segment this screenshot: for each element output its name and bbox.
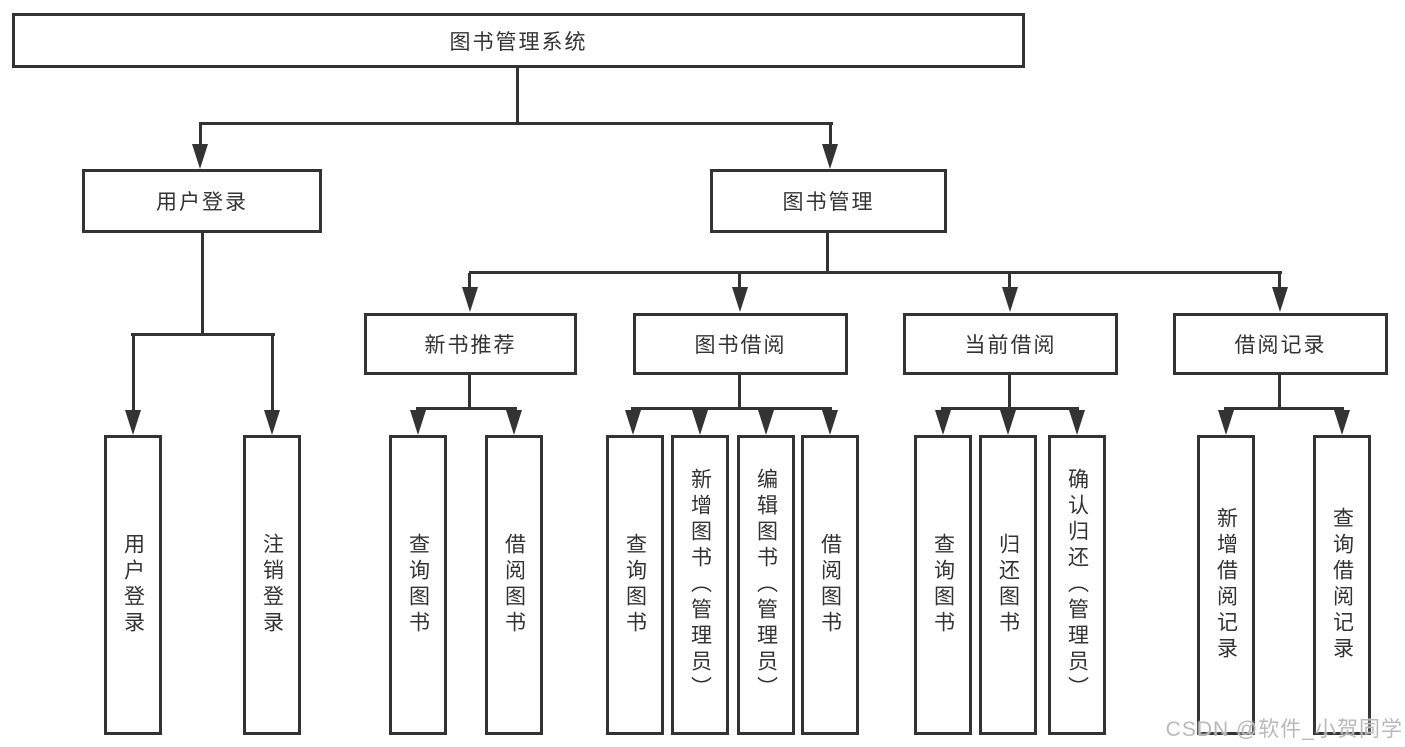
node-book-borrow: 图书借阅 [633, 313, 848, 375]
node-current-borrow: 当前借阅 [903, 313, 1118, 375]
watermark: CSDN @软件_小贺同学 [1165, 718, 1403, 741]
connector-line [631, 407, 832, 410]
arrow-down-icon [192, 144, 208, 169]
leaf-return-books: 归还图书 [979, 435, 1037, 735]
arrow-down-icon [410, 410, 426, 435]
arrow-down-icon [1272, 287, 1288, 312]
connector-line [1008, 375, 1011, 409]
connector-line [829, 122, 832, 148]
connector-line [468, 375, 471, 409]
leaf-query-books-3: 查询图书 [914, 435, 972, 735]
arrow-down-icon [1334, 410, 1350, 435]
connector-line [826, 233, 829, 273]
connector-line [1224, 407, 1344, 410]
leaf-query-borrow-record: 查询借阅记录 [1313, 435, 1371, 735]
arrow-down-icon [935, 410, 951, 435]
leaf-confirm-return-admin: 确认归还（管理员） [1048, 435, 1106, 735]
connector-line [738, 273, 741, 289]
arrow-down-icon [264, 410, 280, 435]
connector-line [199, 122, 202, 148]
arrow-down-icon [625, 410, 641, 435]
connector-line [1278, 375, 1281, 409]
leaf-borrow-books-1: 借阅图书 [485, 435, 543, 735]
connector-line [199, 122, 833, 125]
node-book-management: 图书管理 [710, 169, 947, 233]
connector-line [201, 233, 204, 335]
node-borrow-records: 借阅记录 [1173, 313, 1388, 375]
leaf-query-books-1: 查询图书 [389, 435, 447, 735]
arrow-down-icon [462, 287, 478, 312]
connector-line [469, 271, 1282, 274]
arrow-down-icon [822, 410, 838, 435]
connector-line [516, 68, 519, 124]
leaf-add-borrow-record: 新增借阅记录 [1197, 435, 1255, 735]
arrow-down-icon [125, 410, 141, 435]
connector-line [1278, 273, 1281, 289]
connector-line [271, 333, 274, 411]
connector-line [941, 407, 1079, 410]
arrow-down-icon [1218, 410, 1234, 435]
leaf-logout: 注销登录 [243, 435, 301, 735]
leaf-query-books-2: 查询图书 [606, 435, 664, 735]
arrow-down-icon [1002, 287, 1018, 312]
arrow-down-icon [732, 287, 748, 312]
leaf-edit-books-admin: 编辑图书（管理员） [737, 435, 795, 735]
leaf-borrow-books-2: 借阅图书 [801, 435, 859, 735]
node-user-login: 用户登录 [82, 169, 322, 233]
arrow-down-icon [822, 144, 838, 169]
arrow-down-icon [692, 410, 708, 435]
arrow-down-icon [1069, 410, 1085, 435]
node-library-system: 图书管理系统 [12, 13, 1025, 68]
connector-line [468, 273, 471, 289]
arrow-down-icon [506, 410, 522, 435]
connector-line [416, 407, 517, 410]
connector-line [131, 333, 275, 336]
connector-line [132, 333, 135, 411]
node-new-book-recommend: 新书推荐 [364, 313, 577, 375]
arrow-down-icon [1000, 410, 1016, 435]
connector-line [738, 375, 741, 409]
arrow-down-icon [758, 410, 774, 435]
leaf-add-books-admin: 新增图书（管理员） [671, 435, 729, 735]
connector-line [1008, 273, 1011, 289]
leaf-user-login: 用户登录 [104, 435, 162, 735]
